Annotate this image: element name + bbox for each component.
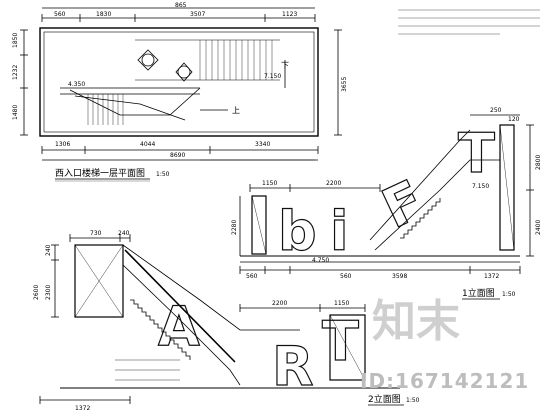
plan-scale: 1:50	[156, 171, 170, 178]
plan-level-1: 4.350	[68, 81, 85, 88]
plan-left-dim-1: 1850	[12, 33, 19, 48]
elev1-level-2: 7.150	[472, 183, 489, 190]
watermark-brand: 知末	[372, 296, 460, 347]
plan-overall-top-dim: 865	[175, 2, 187, 9]
plan-title: 西入口楼梯一层平面图	[55, 167, 145, 179]
elev2-top-dim-2: 240	[118, 230, 130, 237]
elev2-left-dim-3: 2600	[33, 285, 40, 300]
elev2-scale: 1:50	[406, 397, 420, 404]
elev2-top-dim-3: 2200	[272, 300, 287, 307]
plan-bottom-dim-2: 4044	[140, 141, 155, 148]
elev1-level-1: 4.750	[312, 257, 329, 264]
plan-left-dim-2: 1232	[12, 65, 19, 80]
elev1-letter-b: b	[278, 200, 317, 263]
plan-top-dim-2: 1830	[96, 11, 111, 18]
elev2-letter-t: T	[322, 310, 359, 373]
elev1-left-dim: 2280	[231, 220, 238, 235]
elev2-letter-a: A	[158, 295, 200, 358]
plan-top-dim-3: 3507	[190, 11, 205, 18]
elevation-2	[39, 234, 400, 404]
drawing-notes	[398, 9, 540, 35]
elev1-right-dim-1: 2800	[535, 155, 542, 170]
elev2-top-dim-4: 1150	[334, 300, 349, 307]
elevation-2-letters: A R T	[157, 294, 359, 398]
plan-top-dim-4: 1123	[282, 11, 297, 18]
plan-level-2: 7.150	[264, 73, 281, 80]
elev2-top-dim-1: 730	[90, 230, 102, 237]
elevation-1-labels: 1150 2200 250 120 2280 2800 2400 4.750 7…	[231, 107, 542, 300]
elev2-bottom-dim: 1372	[75, 405, 90, 412]
elev1-bottom-dim-4: 1372	[484, 273, 499, 280]
plan-dim-labels: 865 560 1830 3507 1123 1850 1232 1480 36…	[12, 2, 348, 182]
watermark-id: ID:167142121	[360, 369, 529, 393]
plan-bottom-total: 8690	[170, 152, 185, 159]
elev1-letter-i: i	[330, 200, 349, 263]
elev1-top-dim-3: 250	[490, 107, 502, 114]
plan-down-label: 下	[281, 61, 289, 70]
elev2-title: 2立面图	[368, 393, 401, 405]
elev2-left-dim-2: 2300	[45, 285, 52, 300]
elev1-bottom-dim-3: 3598	[392, 273, 407, 280]
elev1-top-dim-4: 120	[508, 116, 520, 123]
elevation-1	[239, 114, 534, 274]
elev1-top-dim-1: 1150	[262, 180, 277, 187]
elev1-title: 1立面图	[462, 287, 495, 299]
elevation-2-labels: 730 240 2200 1150 240 2300 2600 1372 2立面…	[33, 230, 420, 412]
plan-right-dim: 3655	[341, 77, 348, 92]
plan-left-dim-3: 1480	[12, 105, 19, 120]
plan-bottom-dim-1: 1306	[55, 141, 70, 148]
elev1-right-dim-2: 2400	[535, 220, 542, 235]
elev1-bottom-dim-2: 560	[340, 273, 352, 280]
plan-bottom-dim-3: 3340	[255, 141, 270, 148]
plan-top-dim-1: 560	[54, 11, 66, 18]
plan-up-label: 上	[232, 106, 240, 115]
elev1-letter-t: T	[458, 122, 495, 185]
elev1-top-dim-2: 2200	[326, 180, 341, 187]
elev1-scale: 1:50	[502, 291, 516, 298]
elev1-bottom-dim-1: 560	[246, 273, 258, 280]
elev2-letter-r: R	[272, 335, 314, 398]
watermark: 知末 ID:167142121	[360, 296, 529, 393]
elev2-left-dim-1: 240	[45, 244, 52, 256]
stair-floor-plan	[20, 7, 342, 161]
